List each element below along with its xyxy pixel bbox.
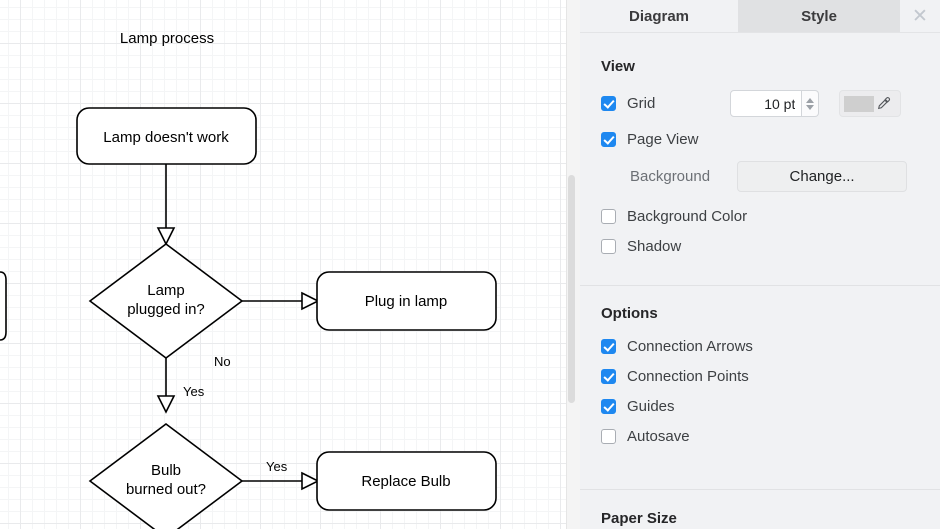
autosave-row: Autosave (601, 428, 940, 445)
tab-style-label: Style (801, 7, 837, 25)
connection-arrows-label: Connection Arrows (627, 338, 753, 355)
shadow-row: Shadow (601, 238, 940, 255)
grid-size-stepper[interactable] (802, 90, 820, 117)
grid-label: Grid (627, 95, 656, 112)
eyedropper-icon (878, 96, 891, 109)
diagram-title: Lamp process (120, 30, 214, 47)
format-panel: Diagram Style ✕ View Grid (580, 0, 940, 529)
grid-background (0, 0, 566, 529)
autosave-checkbox[interactable] (601, 429, 616, 444)
node-label: Replace Bulb (361, 473, 450, 490)
view-section: View Grid (580, 34, 940, 255)
edge-label-yes: Yes (183, 384, 205, 399)
options-heading: Options (601, 305, 658, 322)
node-plug-in-lamp[interactable]: Plug in lamp (316, 271, 497, 331)
background-color-label: Background Color (627, 208, 748, 225)
node-label-line2: plugged in? (127, 301, 205, 318)
page-view-label: Page View (627, 131, 699, 148)
node-lamp-plugged-in[interactable]: Lamp plugged in? (88, 243, 244, 359)
background-change-button[interactable]: Change... (737, 161, 908, 192)
edge-plugged-yes[interactable] (156, 358, 176, 414)
background-color-row: Background Color (601, 208, 940, 225)
grid-color-button[interactable] (839, 90, 902, 117)
background-row: Background Change... (630, 161, 940, 192)
node-replace-bulb[interactable]: Replace Bulb (316, 451, 497, 511)
stepper-up-icon[interactable] (806, 97, 815, 103)
edge-label-bulb-yes: Yes (266, 459, 288, 474)
node-label-line1: Bulb (151, 462, 181, 479)
edge-plugged-no[interactable] (242, 291, 320, 311)
grid-checkbox[interactable] (601, 96, 616, 111)
connection-points-label: Connection Points (627, 368, 749, 385)
node-label-line2: burned out? (126, 481, 206, 498)
page-view-checkbox[interactable] (601, 132, 616, 147)
section-divider-2 (580, 489, 940, 490)
panel-tabbar: Diagram Style ✕ (580, 0, 940, 34)
background-change-label: Change... (789, 168, 855, 185)
autosave-label: Autosave (627, 428, 690, 445)
node-offscreen-partial[interactable] (0, 271, 7, 341)
diagram-graph[interactable]: Lamp process Lamp doesn't work Lamp plug… (0, 0, 580, 529)
background-color-checkbox[interactable] (601, 209, 616, 224)
connection-points-checkbox[interactable] (601, 369, 616, 384)
tab-diagram[interactable]: Diagram (580, 0, 738, 32)
node-label: Lamp doesn't work (103, 129, 229, 146)
node-bulb-burned-out[interactable]: Bulb burned out? (88, 423, 244, 529)
grid-color-swatch (844, 95, 875, 112)
canvas-vertical-scrollbar[interactable] (568, 175, 575, 403)
section-divider-1 (580, 285, 940, 286)
stepper-down-icon[interactable] (806, 104, 815, 110)
diagram-canvas[interactable]: Lamp process Lamp doesn't work Lamp plug… (0, 0, 580, 529)
node-label-line1: Lamp (147, 282, 185, 299)
close-icon[interactable]: ✕ (900, 0, 940, 32)
edge-start-to-plugged[interactable] (156, 164, 176, 246)
edge-bulb-yes[interactable] (242, 471, 320, 491)
background-label: Background (630, 168, 711, 185)
options-section: Options Connection Arrows Connection Poi… (580, 285, 940, 445)
paper-size-heading: Paper Size (601, 510, 677, 527)
page-view-row: Page View (601, 131, 940, 148)
guides-checkbox[interactable] (601, 399, 616, 414)
tab-diagram-label: Diagram (628, 7, 690, 25)
connection-points-row: Connection Points (601, 368, 940, 385)
tabbar-underline (580, 32, 940, 33)
tab-style[interactable]: Style (738, 0, 900, 32)
edge-label-no: No (214, 354, 231, 369)
connection-arrows-row: Connection Arrows (601, 338, 940, 355)
paper-size-section: Paper Size (580, 489, 940, 527)
node-label: Plug in lamp (365, 293, 448, 310)
node-lamp-doesnt-work[interactable]: Lamp doesn't work (76, 107, 257, 165)
view-heading: View (601, 58, 635, 75)
grid-size-input[interactable] (730, 90, 803, 117)
connection-arrows-checkbox[interactable] (601, 339, 616, 354)
shadow-checkbox[interactable] (601, 239, 616, 254)
guides-label: Guides (627, 398, 675, 415)
guides-row: Guides (601, 398, 940, 415)
shadow-label: Shadow (627, 238, 682, 255)
page-sheet (0, 0, 566, 529)
grid-row: Grid (601, 90, 940, 117)
